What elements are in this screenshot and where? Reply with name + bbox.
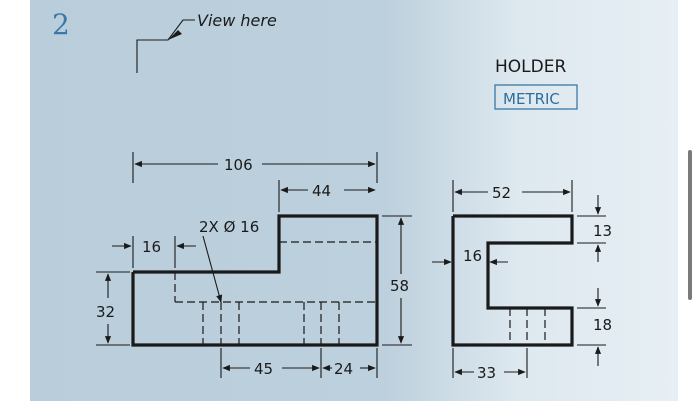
dim-16-slot: 16: [463, 247, 482, 265]
dim-13: 13: [593, 222, 612, 240]
dim-45: 45: [254, 360, 273, 378]
units-box: [494, 84, 578, 110]
units-label: METRIC: [503, 90, 560, 108]
dim-24: 24: [334, 360, 353, 378]
dim-44: 44: [312, 182, 331, 200]
scrollbar[interactable]: [688, 150, 692, 300]
side-dimensions: 52 13 16 18 33: [432, 180, 612, 382]
hole-callout: 2X Ø 16: [199, 218, 259, 236]
front-view: [131, 214, 379, 347]
dim-32: 32: [96, 303, 115, 321]
dim-16-left: 16: [142, 238, 161, 256]
dim-18: 18: [593, 316, 612, 334]
view-indicator: View here: [136, 11, 277, 73]
dim-52: 52: [492, 184, 511, 202]
dim-33: 33: [477, 364, 496, 382]
front-dimensions: 106 44 2X Ø 16 16 32 58 45: [96, 152, 412, 378]
dim-58: 58: [390, 277, 409, 295]
side-view: [451, 214, 574, 347]
problem-number: 2: [52, 8, 70, 41]
drawing-photo: [30, 0, 678, 401]
dim-106: 106: [224, 156, 253, 174]
part-name: HOLDER: [495, 57, 566, 77]
view-note: View here: [197, 11, 277, 30]
